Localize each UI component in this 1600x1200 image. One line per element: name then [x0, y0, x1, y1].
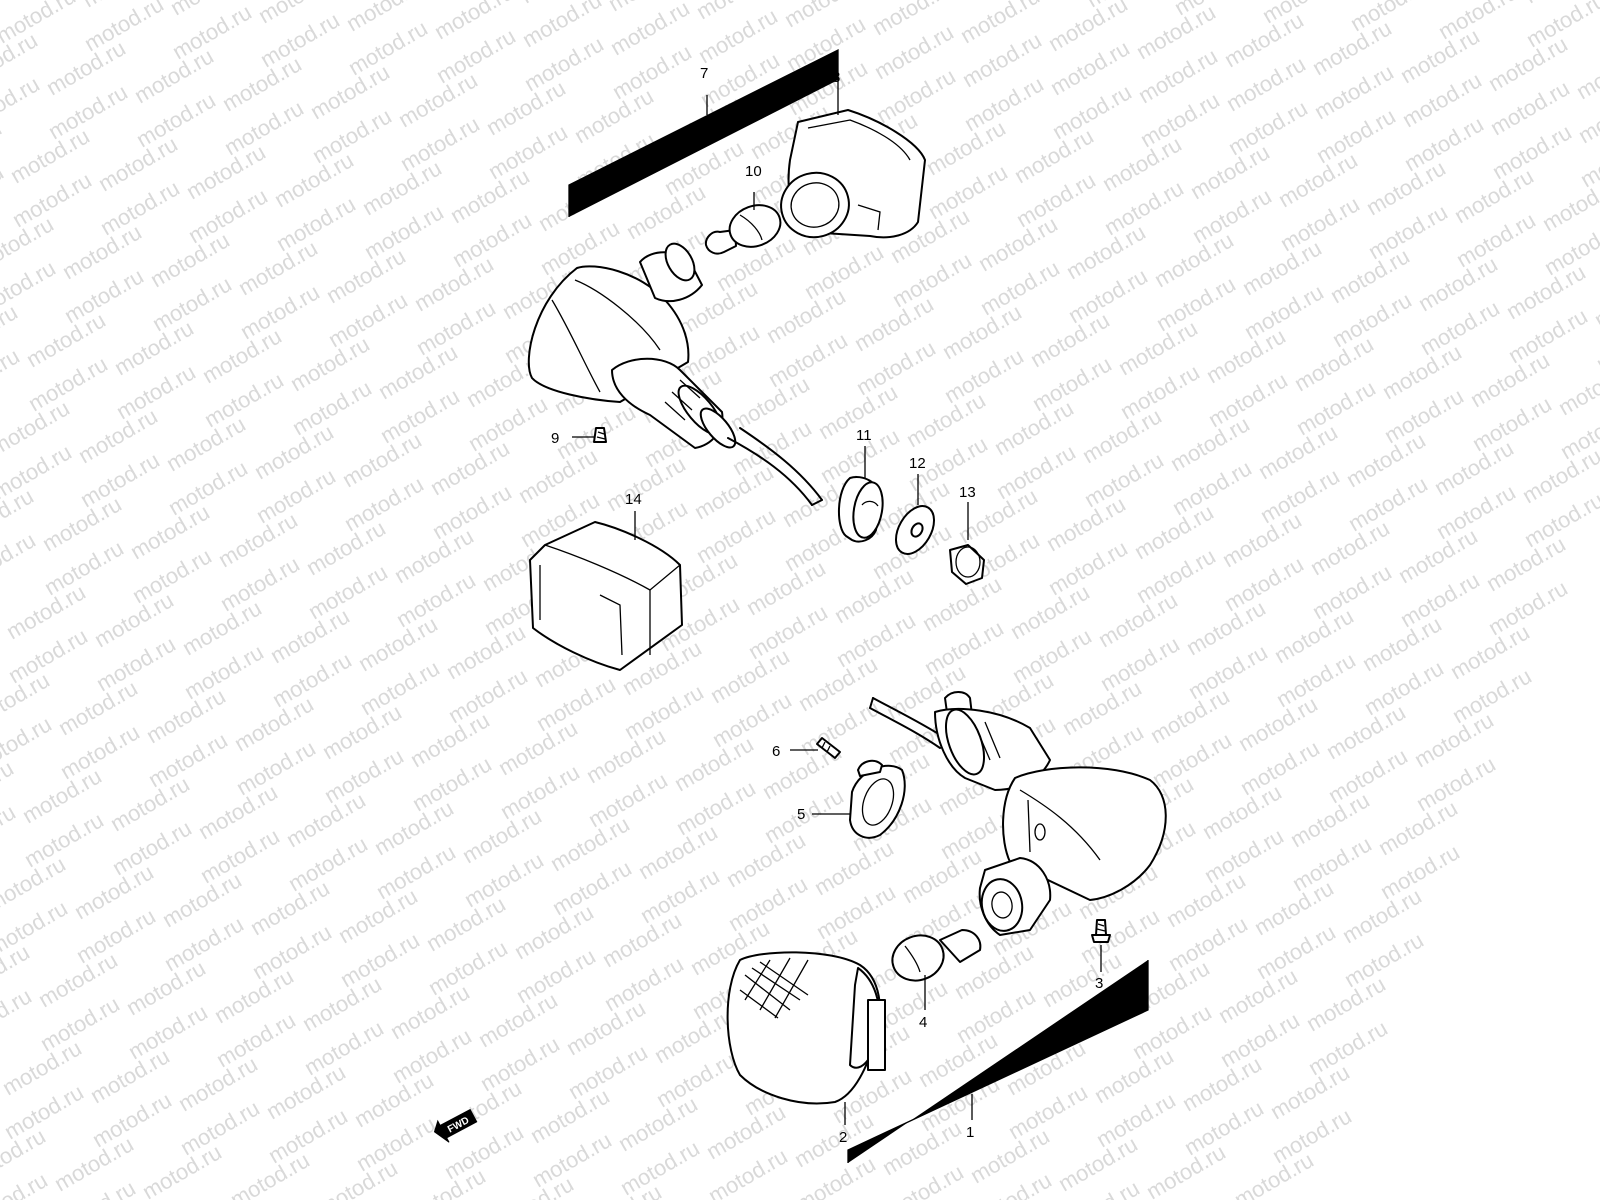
- lens-2: [726, 951, 886, 1105]
- callout-14: 14: [625, 491, 642, 508]
- watermark-text: motod.ru: [0, 71, 44, 136]
- watermark-text: motod.ru: [0, 1167, 52, 1200]
- watermark-text: motod.ru: [0, 799, 20, 864]
- lens-8: [780, 109, 926, 239]
- bracket-5: [849, 759, 906, 839]
- callout-7: 7: [700, 65, 708, 82]
- screw-3: [1091, 919, 1111, 943]
- nut-13: [949, 544, 985, 585]
- callout-11: 11: [856, 427, 872, 444]
- upper-turn-signal-assembly: [527, 109, 926, 506]
- leader-lines: [568, 48, 1149, 1163]
- callout-13: 13: [959, 484, 976, 501]
- watermark-text: motod.ru: [0, 343, 24, 408]
- watermark-text: motod.ru: [0, 527, 40, 592]
- watermark-text: motod.ru: [1554, 355, 1600, 420]
- bulb-10: [704, 204, 782, 255]
- callout-12: 12: [909, 455, 926, 472]
- callout-5: 5: [797, 806, 805, 823]
- watermark-text: motod.ru: [1572, 39, 1600, 104]
- callout-10: 10: [745, 163, 762, 180]
- screw-9: [593, 427, 607, 443]
- callout-4: 4: [919, 1014, 927, 1031]
- callout-2: 2: [839, 1129, 847, 1146]
- relay-14: [529, 521, 683, 671]
- screw-6: [816, 737, 841, 759]
- lower-turn-signal-assembly: [726, 691, 1167, 1105]
- callout-8: 8: [832, 69, 840, 86]
- callout-1: 1: [966, 1124, 974, 1141]
- watermark-text: motod.ru: [0, 571, 2, 636]
- grommet-11: [837, 476, 884, 543]
- callout-labels: 1 2 3 4 5 6 7 8 9 10 11 12 13 14: [551, 65, 1103, 1146]
- watermark-text: motod.ru: [0, 983, 36, 1048]
- callout-9: 9: [551, 430, 559, 447]
- washer-12: [895, 505, 935, 555]
- socket: [978, 857, 1052, 936]
- watermark-text: motod.ru: [1590, 267, 1600, 332]
- callout-3: 3: [1095, 975, 1103, 992]
- callout-6: 6: [772, 743, 780, 760]
